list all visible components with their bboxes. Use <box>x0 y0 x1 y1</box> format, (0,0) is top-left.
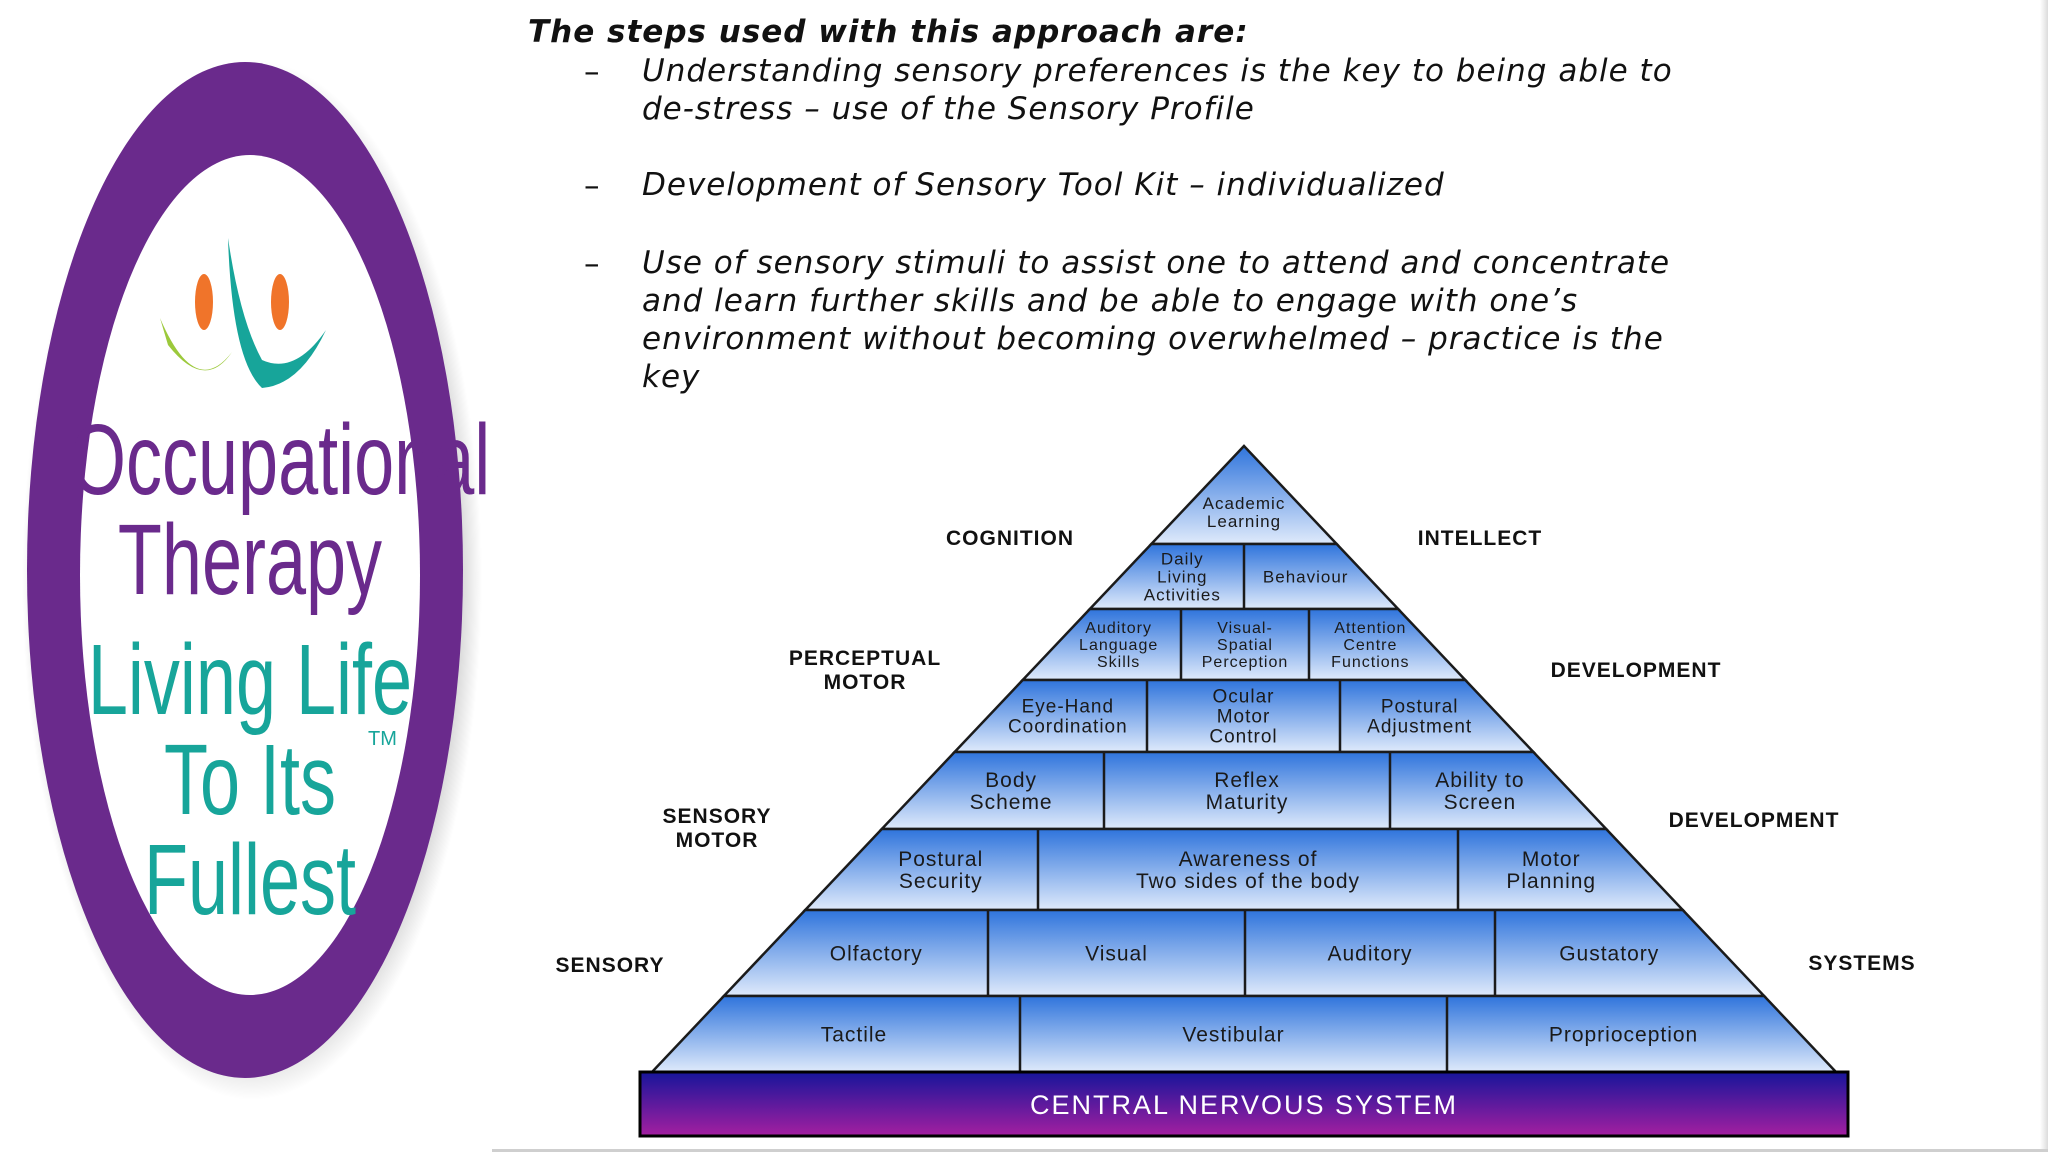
label-perceptual-motor: MOTOR <box>824 671 907 694</box>
pyramid-cell-label: Two sides of the body <box>1136 870 1360 893</box>
logo-ring <box>22 60 482 1100</box>
step-3-line-3: environment without becoming overwhelmed… <box>642 321 1664 357</box>
steps-title: The steps used with this approach are: <box>528 14 1249 50</box>
step-3-dash: – <box>584 246 600 282</box>
pyramid-cell-label: Daily <box>1161 549 1204 568</box>
step-2-dash: – <box>584 168 600 204</box>
label-cognition: COGNITION <box>946 527 1074 550</box>
label-perceptual: PERCEPTUAL <box>789 647 941 670</box>
pyramid-cell-label: Control <box>1209 727 1277 748</box>
pyramid-cell-label: Coordination <box>1008 717 1128 738</box>
step-1-dash: – <box>584 54 600 90</box>
pyramid-cell-label: Learning <box>1207 512 1281 531</box>
pyramid-cell-label: Behaviour <box>1263 567 1349 586</box>
pyramid-cell-label: Scheme <box>970 791 1053 814</box>
label-sensory-motor-2: MOTOR <box>676 829 759 852</box>
pyramid-cell-label: Tactile <box>821 1023 888 1046</box>
step-1: Understanding sensory preferences is the… <box>642 52 1952 128</box>
slide-bottom-edge <box>492 1149 2048 1152</box>
logo-line-therapy: Therapy <box>117 504 383 616</box>
cns-base-label: CENTRAL NERVOUS SYSTEM <box>1030 1090 1458 1120</box>
pyramid-cell-label: Perception <box>1202 654 1289 671</box>
pyramid-cell-label: Visual- <box>1217 620 1273 637</box>
label-development-lower: DEVELOPMENT <box>1669 809 1840 832</box>
pyramid-cell-label: Planning <box>1506 870 1596 893</box>
logo-line-living-life: Living Life <box>87 624 413 736</box>
pyramid-cell-label: Adjustment <box>1367 717 1472 738</box>
pyramid-cell-label: Spatial <box>1217 637 1273 654</box>
pyramid-cell-label: Reflex <box>1214 769 1280 792</box>
pyramid-cell-label: Living <box>1157 567 1207 586</box>
cns-base-bar <box>638 1070 1850 1138</box>
pyramid-cell-label: Attention <box>1334 620 1406 637</box>
pyramid-cell-label: Screen <box>1444 791 1517 814</box>
pyramid-cell-label: Security <box>899 870 983 893</box>
logo-line-to-its-fullest: To Its Fullest <box>143 724 357 936</box>
pyramid-cell-label: Maturity <box>1206 791 1289 814</box>
pyramid-cell-label: Visual <box>1085 942 1148 965</box>
pyramid-cell-label: Awareness of <box>1179 848 1318 871</box>
pyramid-cell-label: Auditory <box>1327 942 1412 965</box>
step-1-line-1: Understanding sensory preferences is the… <box>642 53 1673 89</box>
pyramid-cell-label: Motor <box>1522 848 1581 871</box>
label-systems: SYSTEMS <box>1808 952 1915 975</box>
pyramid-cell-label: Centre <box>1343 637 1397 654</box>
pyramid-cell-label: Motor <box>1217 707 1271 728</box>
pyramid-cell-label: Proprioception <box>1549 1023 1698 1046</box>
step-1-line-2: de-stress – use of the Sensory Profile <box>642 91 1255 127</box>
label-sensory-motor-1: SENSORY <box>663 805 772 828</box>
step-3-line-2: and learn further skills and be able to … <box>642 283 1579 319</box>
pyramid-cell-label: Functions <box>1331 654 1409 671</box>
pyramid-cell-label: Language <box>1079 637 1158 654</box>
pyramid-cell-label: Eye-Hand <box>1022 697 1115 718</box>
label-development-upper: DEVELOPMENT <box>1551 659 1722 682</box>
label-intellect: INTELLECT <box>1418 527 1543 550</box>
pyramid-cell-label: Activities <box>1144 585 1221 604</box>
pyramid-cell-label: Ocular <box>1213 687 1275 708</box>
pyramid-cell-label: Ability to <box>1435 769 1524 792</box>
step-2-line-1: Development of Sensory Tool Kit – indivi… <box>642 167 1445 203</box>
pyramid-cell-label: Academic <box>1203 494 1286 513</box>
pyramid-cell-label: Postural <box>1381 697 1459 718</box>
step-3: Use of sensory stimuli to assist one to … <box>642 244 1952 396</box>
pyramid-cell-label: Body <box>985 769 1037 792</box>
pyramid-cell-label: Vestibular <box>1182 1023 1284 1046</box>
pyramid-cell-label: Postural <box>898 848 983 871</box>
slide-edge-shadow <box>2040 0 2048 1152</box>
pyramid-cell-label: Skills <box>1097 654 1140 671</box>
pyramid-cell-label: Gustatory <box>1559 942 1659 965</box>
logo-line-occupational: Occupational <box>70 404 491 516</box>
label-sensory: SENSORY <box>556 954 665 977</box>
step-3-line-4: key <box>642 359 701 395</box>
step-2: Development of Sensory Tool Kit – indivi… <box>642 166 1952 204</box>
step-3-line-1: Use of sensory stimuli to assist one to … <box>642 245 1671 281</box>
trademark-mark: TM <box>368 728 397 750</box>
logo-panel: Occupational Therapy Living Life To Its … <box>0 0 500 1152</box>
pyramid-cell-label: Auditory <box>1085 620 1152 637</box>
pyramid-cell-label: Olfactory <box>830 942 923 965</box>
